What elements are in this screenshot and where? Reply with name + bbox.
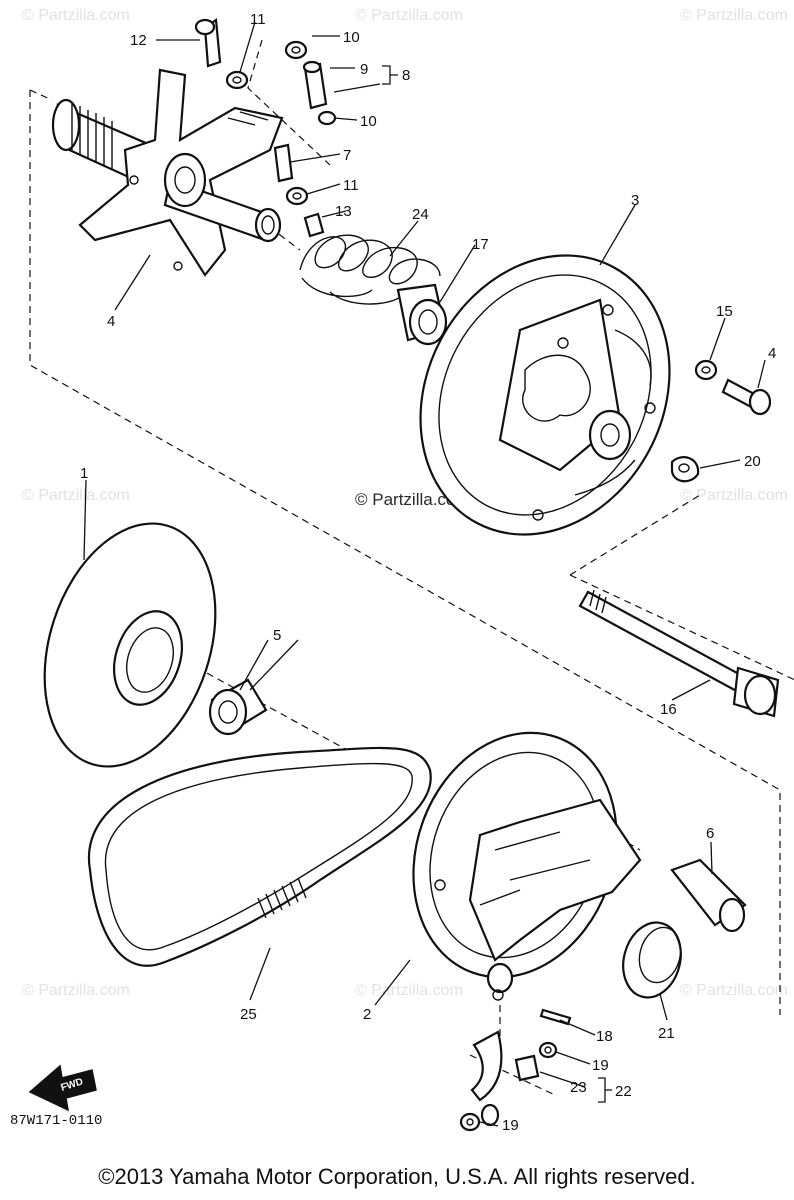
callout-1: 1 — [80, 465, 88, 482]
callout-3: 3 — [631, 192, 639, 209]
copyright-notice: ©2013 Yamaha Motor Corporation, U.S.A. A… — [98, 1164, 696, 1189]
upper-hardware — [194, 17, 337, 238]
callout-24: 24 — [412, 206, 429, 223]
watermark: © Partzilla.com — [22, 487, 130, 504]
callout-4: 4 — [107, 313, 115, 330]
callout-4: 4 — [768, 345, 776, 362]
cover-hardware — [670, 359, 772, 483]
sleeve-6 — [670, 858, 747, 933]
callout-20: 20 — [744, 453, 761, 470]
fwd-arrow-icon: FWD — [28, 1064, 97, 1112]
fixed-sheave-1 — [43, 522, 217, 768]
spider-shaft-assembly — [51, 68, 284, 277]
assembly-line — [29, 89, 53, 101]
drive-cover-3 — [419, 254, 671, 536]
assembly-line — [29, 90, 781, 1015]
callout-10: 10 — [360, 113, 377, 130]
callout-10: 10 — [343, 29, 360, 46]
callout-15: 15 — [716, 303, 733, 320]
callout-5: 5 — [273, 627, 281, 644]
callout-18: 18 — [596, 1028, 613, 1045]
weight-assembly — [459, 1030, 558, 1132]
callout-22: 22 — [615, 1083, 632, 1100]
callout-11: 11 — [343, 177, 359, 194]
parts-diagram: © Partzilla.com © Partzilla.com © Partzi… — [10, 7, 794, 1134]
callout-7: 7 — [343, 147, 351, 164]
watermark: © Partzilla.com — [680, 487, 788, 504]
v-belt-25 — [87, 746, 432, 967]
watermark: © Partzilla.com — [680, 982, 788, 999]
callout-19: 19 — [592, 1057, 609, 1074]
watermark-center: © Partzilla.com — [355, 490, 470, 509]
bushing-5 — [208, 678, 268, 736]
assembly-line — [247, 39, 331, 166]
callout-16: 16 — [660, 701, 677, 718]
callout-17: 17 — [472, 236, 489, 253]
diagram-code: 87W171-0110 — [10, 1113, 102, 1129]
leader-lines — [83, 21, 766, 1127]
ring-21 — [622, 921, 682, 999]
driven-sheave-2 — [412, 731, 642, 1001]
long-bolt-16 — [578, 589, 780, 718]
callout-12: 12 — [130, 32, 147, 49]
callouts: 12 11 10 9 8 10 7 11 13 24 17 3 4 15 4 2… — [80, 11, 776, 1134]
callout-6: 6 — [706, 825, 714, 842]
watermark: © Partzilla.com — [22, 7, 130, 24]
watermark: © Partzilla.com — [680, 7, 788, 24]
callout-23: 23 — [570, 1079, 587, 1096]
watermarks: © Partzilla.com © Partzilla.com © Partzi… — [22, 7, 788, 999]
callout-11: 11 — [250, 11, 266, 28]
assembly-line — [569, 494, 701, 576]
watermark: © Partzilla.com — [355, 7, 463, 24]
callout-9: 9 — [360, 61, 368, 78]
callout-21: 21 — [658, 1025, 675, 1042]
callout-13: 13 — [335, 203, 352, 220]
callout-8: 8 — [402, 67, 410, 84]
callout-19: 19 — [502, 1117, 519, 1134]
callout-25: 25 — [240, 1006, 257, 1023]
callout-2: 2 — [363, 1006, 371, 1023]
assembly-line — [259, 219, 301, 251]
watermark: © Partzilla.com — [22, 982, 130, 999]
bushing-17 — [396, 283, 448, 346]
watermark: © Partzilla.com — [355, 982, 463, 999]
assembly-line — [569, 574, 794, 681]
